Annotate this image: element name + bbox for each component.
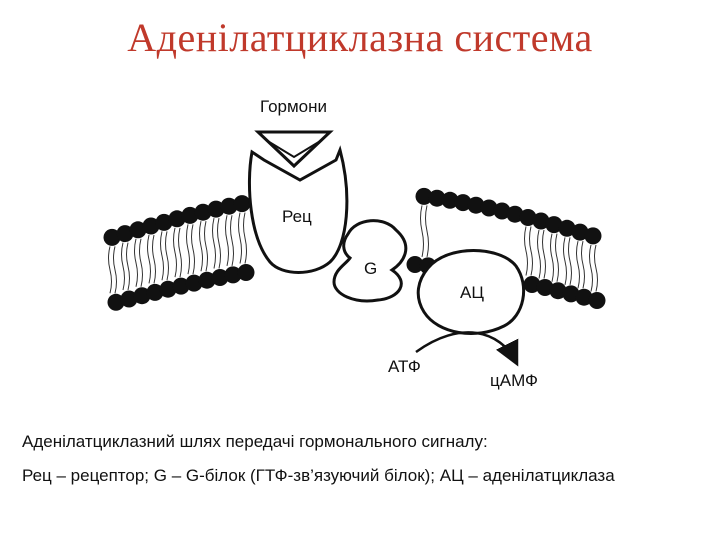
lipid-head-outer: [454, 194, 472, 212]
lipid-head-outer: [493, 202, 511, 220]
lipid-head-outer: [233, 195, 251, 213]
lipid-tail: [152, 234, 156, 284]
lipid-tail: [420, 205, 424, 257]
lipid-head-outer: [428, 189, 446, 207]
lipid-tail: [589, 244, 593, 292]
lipid-tail: [134, 238, 138, 287]
lipid-tail: [243, 212, 247, 264]
lipid-head-outer: [116, 225, 134, 243]
lipid-head-outer: [155, 213, 173, 231]
lipid-tail: [126, 242, 130, 291]
camp-label: цАМФ: [490, 371, 538, 390]
slide-title: Аденілатциклазна система: [127, 15, 593, 60]
adenylate-cyclase-shape: [416, 249, 526, 335]
lipid-tail: [238, 212, 242, 264]
lipid-head-outer: [558, 219, 576, 237]
lipid-tail: [425, 205, 429, 257]
lipid-head-outer: [207, 200, 225, 218]
lipid-tail: [542, 229, 546, 279]
lipid-tail: [178, 227, 182, 278]
lipid-head-outer: [441, 191, 459, 209]
lipid-tails: [108, 205, 598, 294]
lipid-head-outer: [129, 221, 147, 239]
lipid-tail: [212, 217, 216, 269]
hormone-inner-line: [265, 139, 323, 159]
hormone-shape: [254, 130, 334, 169]
lipid-head-outer: [220, 197, 238, 215]
lipid-tail: [160, 231, 164, 281]
lipid-head-outer: [480, 199, 498, 217]
lipid-head-inner: [146, 283, 164, 301]
lipid-head-outer: [194, 203, 212, 221]
lipid-head-outer: [584, 227, 602, 245]
lipid-head-inner: [523, 276, 541, 293]
lipid-tail: [563, 237, 567, 286]
lipid-tail: [113, 246, 117, 294]
lipid-tail: [108, 246, 112, 294]
lipid-head-inner: [133, 287, 151, 305]
lipid-head-outer: [142, 217, 160, 235]
lipid-tail: [537, 229, 541, 279]
receptor-label: Рец: [282, 207, 312, 226]
lipid-head-inner: [588, 292, 606, 309]
lipid-tail: [230, 215, 234, 267]
caption-line-1: Аденілатциклазний шлях передачі гормонал…: [22, 432, 488, 451]
hormones-label: Гормони: [260, 97, 327, 116]
receptor-shape: [247, 145, 349, 274]
lipid-head-inner: [237, 264, 255, 281]
lipid-tail: [529, 226, 533, 276]
lipid-head-outer: [506, 205, 524, 223]
lipid-head-inner: [211, 269, 229, 286]
lipid-tail: [568, 237, 572, 286]
lipid-tail: [217, 217, 221, 269]
lipid-head-outer: [415, 187, 433, 205]
lipid-tail: [121, 242, 125, 291]
lipid-head-outer: [532, 212, 550, 230]
lipid-tail: [594, 244, 598, 292]
lipid-head-inner: [107, 293, 125, 311]
g-protein-label: G: [364, 259, 377, 278]
atp-label: АТФ: [388, 357, 421, 376]
lipid-head-outer: [103, 228, 121, 246]
lipid-tail: [186, 224, 190, 275]
caption-line-2: Рец – рецептор; G – G-білок (ГТФ-зв’язую…: [22, 466, 615, 485]
lipid-head-inner: [120, 290, 138, 308]
lipid-head-inner: [549, 282, 567, 300]
lipid-head-inner: [159, 280, 177, 298]
g-protein-shape: [332, 219, 408, 303]
lipid-tail: [524, 226, 528, 276]
lipid-head-inner: [406, 256, 424, 273]
lipid-head-outer: [181, 206, 199, 224]
lipid-tail: [191, 224, 195, 275]
lipid-tail: [581, 240, 585, 289]
lipid-head-inner: [172, 277, 190, 295]
lipid-head-inner: [562, 285, 580, 303]
lipid-head-outer: [545, 216, 563, 234]
lipid-heads: [103, 187, 606, 311]
lipid-head-outer: [467, 196, 485, 214]
lipid-head-outer: [168, 210, 186, 228]
lipid-tail: [576, 240, 580, 289]
conversion-arrow: [415, 331, 519, 367]
lipid-tail: [204, 221, 208, 272]
lipid-head-inner: [575, 288, 593, 306]
lipid-head-inner: [198, 271, 216, 289]
lipid-tail: [555, 233, 559, 282]
lipid-tail: [199, 221, 203, 272]
lipid-tail: [139, 238, 143, 287]
lipid-tail: [225, 215, 229, 267]
lipid-tail: [147, 234, 151, 284]
lipid-tail: [165, 231, 169, 281]
lipid-head-inner: [185, 274, 203, 292]
lipid-head-outer: [519, 209, 537, 226]
lipid-tail: [550, 233, 554, 282]
lipid-head-outer: [571, 223, 589, 241]
lipid-head-inner: [224, 266, 242, 284]
lipid-tail: [173, 227, 177, 278]
adenylate-cyclase-label: АЦ: [460, 283, 484, 302]
lipid-head-inner: [536, 279, 554, 296]
